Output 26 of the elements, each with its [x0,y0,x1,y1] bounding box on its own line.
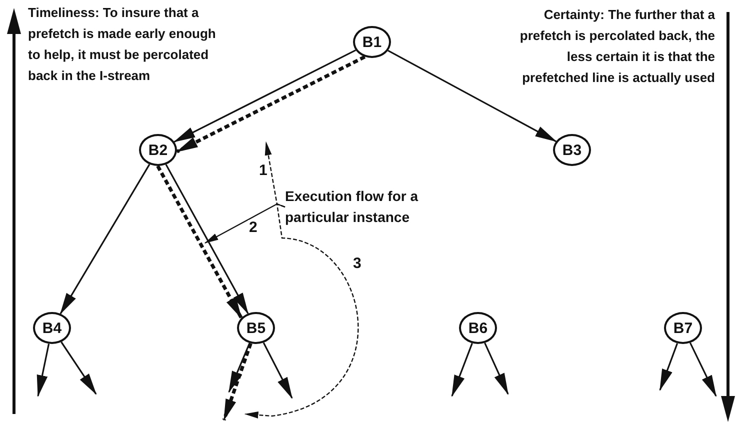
block-node: B1 [353,26,391,58]
arrow [659,343,678,392]
arrow [60,342,97,395]
annotation-text: Execution flow for a particular instance [285,186,475,228]
block-node: B2 [139,134,177,166]
block-node: B3 [553,134,591,166]
prefetch-arrow [176,55,366,154]
arrow [36,344,50,398]
arrow [228,342,250,394]
block-node: B7 [664,312,702,344]
flow-arrow [244,203,358,418]
block-node: B5 [237,312,275,344]
arrow [689,342,717,397]
prefetch-arrow [156,165,243,319]
prefetch-arrow [222,342,252,422]
certainty-note: Certainty: The further that a prefetch is percolated back, the less certain it is that the prefetched line is actually used [518,6,715,87]
arrow [165,164,249,314]
arrow [388,50,557,142]
arrow [173,49,356,143]
block-node: B6 [459,312,497,344]
arrow [451,342,473,398]
arrow [262,342,293,399]
timeliness-note: Timeliness: To insure that a prefetch is made early enough to help, it must be percolated back in the I-stream [28,4,217,85]
arrow [60,164,150,315]
arrow [484,342,509,395]
block-node: B4 [33,312,71,344]
